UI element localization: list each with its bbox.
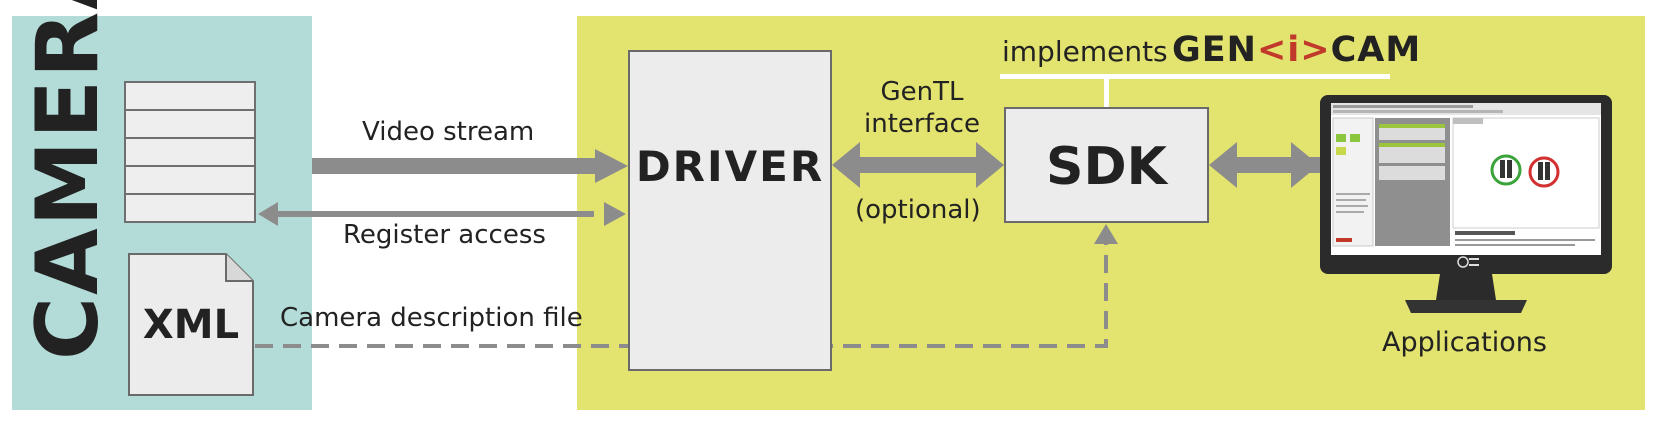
- camera-description-arrow: [255, 224, 1118, 348]
- register-row: [124, 165, 256, 193]
- monitor-icon: [1320, 95, 1612, 313]
- sdk-label: SDK: [1046, 137, 1167, 197]
- register-row: [124, 137, 256, 165]
- driver-box: DRIVER: [628, 50, 832, 371]
- video-stream-label: Video stream: [362, 117, 535, 147]
- genicam-logo: GEN<i>CAM: [1172, 30, 1421, 70]
- register-row: [124, 81, 256, 109]
- genicam-logo-open: <: [1256, 30, 1288, 70]
- gentl-arrow: [832, 142, 1004, 188]
- optional-label: (optional): [855, 195, 981, 225]
- camera-description-label: Camera description file: [280, 303, 583, 333]
- register-row: [124, 109, 256, 137]
- register-access-label: Register access: [343, 220, 546, 250]
- register-stack: [124, 81, 256, 223]
- genicam-logo-close: >: [1300, 30, 1331, 70]
- video-stream-arrow: [312, 149, 628, 183]
- implements-underline: [1000, 74, 1390, 108]
- driver-label: DRIVER: [635, 142, 825, 191]
- genicam-logo-part2: CAM: [1330, 30, 1422, 70]
- sdk-box: SDK: [1004, 107, 1209, 223]
- sdk-app-arrow: [1209, 142, 1323, 188]
- xml-file-icon: [128, 253, 254, 396]
- gentl-interface-label: GenTL interface: [864, 77, 980, 139]
- genicam-logo-part1: GEN: [1172, 30, 1257, 70]
- xml-label: XML: [142, 302, 240, 348]
- register-row: [124, 193, 256, 223]
- applications-label: Applications: [1382, 327, 1547, 358]
- genicam-logo-i: i: [1287, 30, 1301, 70]
- implements-label: implements: [1002, 35, 1168, 68]
- register-access-arrow: [258, 202, 626, 226]
